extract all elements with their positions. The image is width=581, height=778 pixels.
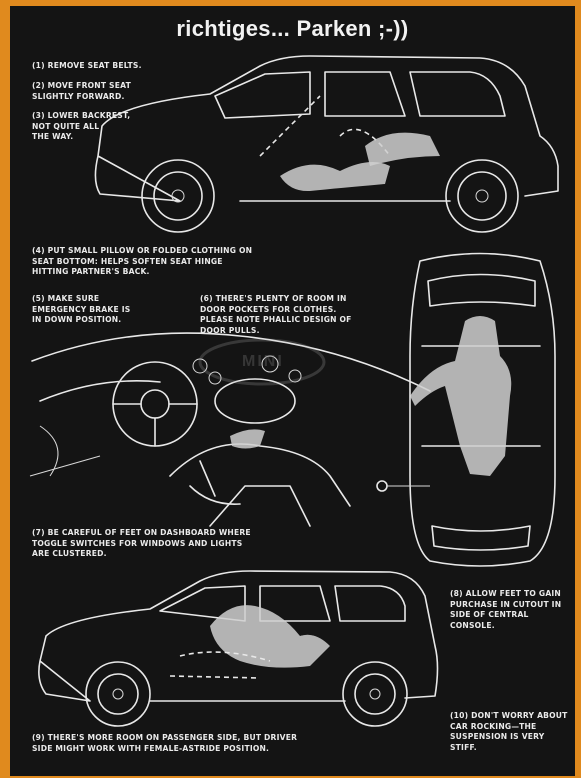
page-title: richtiges... Parken ;-)): [176, 16, 409, 41]
car-side-view-bottom: [38, 570, 439, 727]
note-8: (8) Allow feet to gain purchase in cutou…: [450, 589, 562, 630]
note-2: (2) Move front seat slightly forward.: [32, 81, 131, 101]
note-1: (1) Remove seat belts.: [32, 61, 142, 70]
car-illustrations: [29, 55, 559, 727]
dashboard-interior: [29, 332, 431, 527]
mini-watermark-text: MINI: [242, 353, 284, 370]
note-7: (7) Be careful of feet on dashboard wher…: [32, 528, 251, 558]
car-side-view-top: [94, 55, 559, 233]
poster: richtiges... Parken ;-)): [10, 6, 575, 776]
mini-watermark: [198, 338, 326, 386]
note-4: (4) Put small pillow or folded clothing …: [32, 246, 253, 276]
note-9: (9) There's more room on passenger side,…: [32, 733, 298, 753]
car-top-view: [376, 252, 556, 567]
note-6: (6) There's plenty of room in door pocke…: [200, 294, 352, 335]
note-3: (3) Lower backrest, not quite all the wa…: [32, 111, 131, 141]
note-5: (5) Make sure emergency brake is in down…: [32, 294, 131, 324]
note-10: (10) Don't worry about car rocking—the s…: [450, 711, 568, 752]
